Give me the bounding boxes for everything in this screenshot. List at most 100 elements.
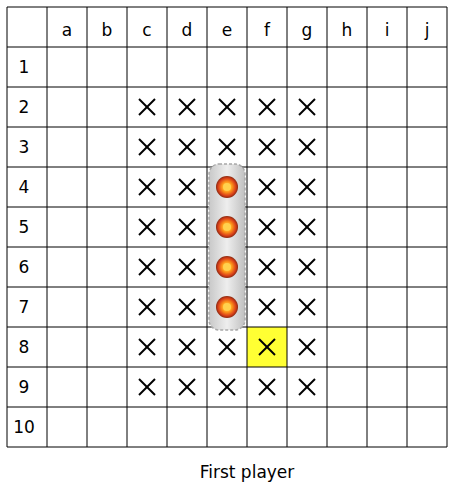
row-number: 8 — [19, 339, 30, 356]
hit-fire — [216, 256, 238, 278]
grid-line — [7, 447, 447, 448]
miss-mark — [259, 299, 275, 315]
miss-mark — [219, 339, 235, 355]
miss-mark — [259, 339, 275, 355]
grid-line — [407, 7, 408, 447]
column-letter: d — [182, 22, 193, 39]
miss-mark — [139, 339, 155, 355]
miss-mark — [299, 139, 315, 155]
grid-line — [327, 7, 328, 447]
miss-mark — [179, 299, 195, 315]
row-number: 4 — [19, 179, 30, 196]
miss-mark — [139, 179, 155, 195]
miss-mark — [299, 299, 315, 315]
miss-mark — [179, 179, 195, 195]
column-letter: g — [302, 22, 313, 39]
miss-mark — [259, 179, 275, 195]
miss-mark — [259, 179, 275, 195]
miss-mark — [139, 179, 155, 195]
miss-mark — [139, 259, 155, 275]
miss-mark — [139, 219, 155, 235]
hit-fire — [216, 176, 238, 198]
miss-mark — [299, 179, 315, 195]
miss-mark — [179, 259, 195, 275]
grid-line — [47, 7, 48, 447]
hit-fire — [223, 303, 231, 311]
miss-mark — [179, 299, 195, 315]
miss-mark — [139, 139, 155, 155]
miss-mark — [299, 339, 315, 355]
miss-mark — [299, 139, 315, 155]
board-caption: First player — [200, 464, 295, 481]
miss-mark — [219, 139, 235, 155]
grid-line — [287, 7, 288, 447]
miss-mark — [179, 139, 195, 155]
grid-line — [87, 7, 88, 447]
column-letter: e — [222, 22, 232, 39]
grid-line — [247, 7, 248, 447]
miss-mark — [259, 139, 275, 155]
miss-mark — [259, 259, 275, 275]
miss-mark — [219, 99, 235, 115]
highlight-cell — [247, 327, 287, 367]
hit-fire — [216, 216, 238, 238]
miss-mark — [139, 259, 155, 275]
ship-hits — [209, 164, 245, 330]
row-number: 2 — [19, 99, 30, 116]
grid-line — [7, 87, 447, 88]
miss-mark — [299, 99, 315, 115]
miss-mark — [259, 379, 275, 395]
miss-mark — [299, 99, 315, 115]
grid-line — [447, 7, 448, 447]
grid-line — [7, 47, 447, 48]
miss-mark — [179, 339, 195, 355]
miss-mark — [259, 339, 275, 355]
grid-line — [7, 127, 447, 128]
hit-fire — [216, 296, 238, 318]
column-letter: f — [264, 22, 270, 39]
miss-mark — [259, 379, 275, 395]
miss-mark — [139, 339, 155, 355]
miss-mark — [139, 99, 155, 115]
row-number: 7 — [19, 299, 30, 316]
miss-mark — [299, 339, 315, 355]
miss-mark — [179, 379, 195, 395]
row-number: 1 — [19, 59, 30, 76]
hit-fire — [223, 223, 231, 231]
miss-mark — [139, 379, 155, 395]
miss-mark — [299, 379, 315, 395]
column-letter: h — [342, 22, 353, 39]
miss-mark — [259, 219, 275, 235]
column-letter: c — [142, 22, 151, 39]
grid-line — [7, 367, 447, 368]
row-number: 3 — [19, 139, 30, 156]
grid-line — [7, 7, 447, 8]
miss-mark — [259, 219, 275, 235]
miss-mark — [139, 99, 155, 115]
miss-mark — [259, 259, 275, 275]
grid-line — [207, 7, 208, 447]
column-letter: j — [425, 22, 430, 39]
miss-mark — [299, 259, 315, 275]
row-number: 10 — [13, 419, 35, 436]
miss-mark — [179, 219, 195, 235]
grid-line — [367, 7, 368, 447]
miss-mark — [299, 179, 315, 195]
miss-mark — [299, 379, 315, 395]
grid-line — [7, 7, 8, 447]
miss-mark — [139, 299, 155, 315]
column-letter: a — [62, 22, 72, 39]
miss-mark — [179, 259, 195, 275]
miss-mark — [259, 139, 275, 155]
hit-fire — [223, 263, 231, 271]
row-number: 9 — [19, 379, 30, 396]
miss-mark — [299, 219, 315, 235]
miss-mark — [139, 299, 155, 315]
column-letter: i — [385, 22, 390, 39]
miss-mark — [179, 139, 195, 155]
miss-mark — [179, 379, 195, 395]
miss-mark — [299, 219, 315, 235]
row-number: 6 — [19, 259, 30, 276]
miss-mark — [219, 99, 235, 115]
miss-mark — [219, 379, 235, 395]
